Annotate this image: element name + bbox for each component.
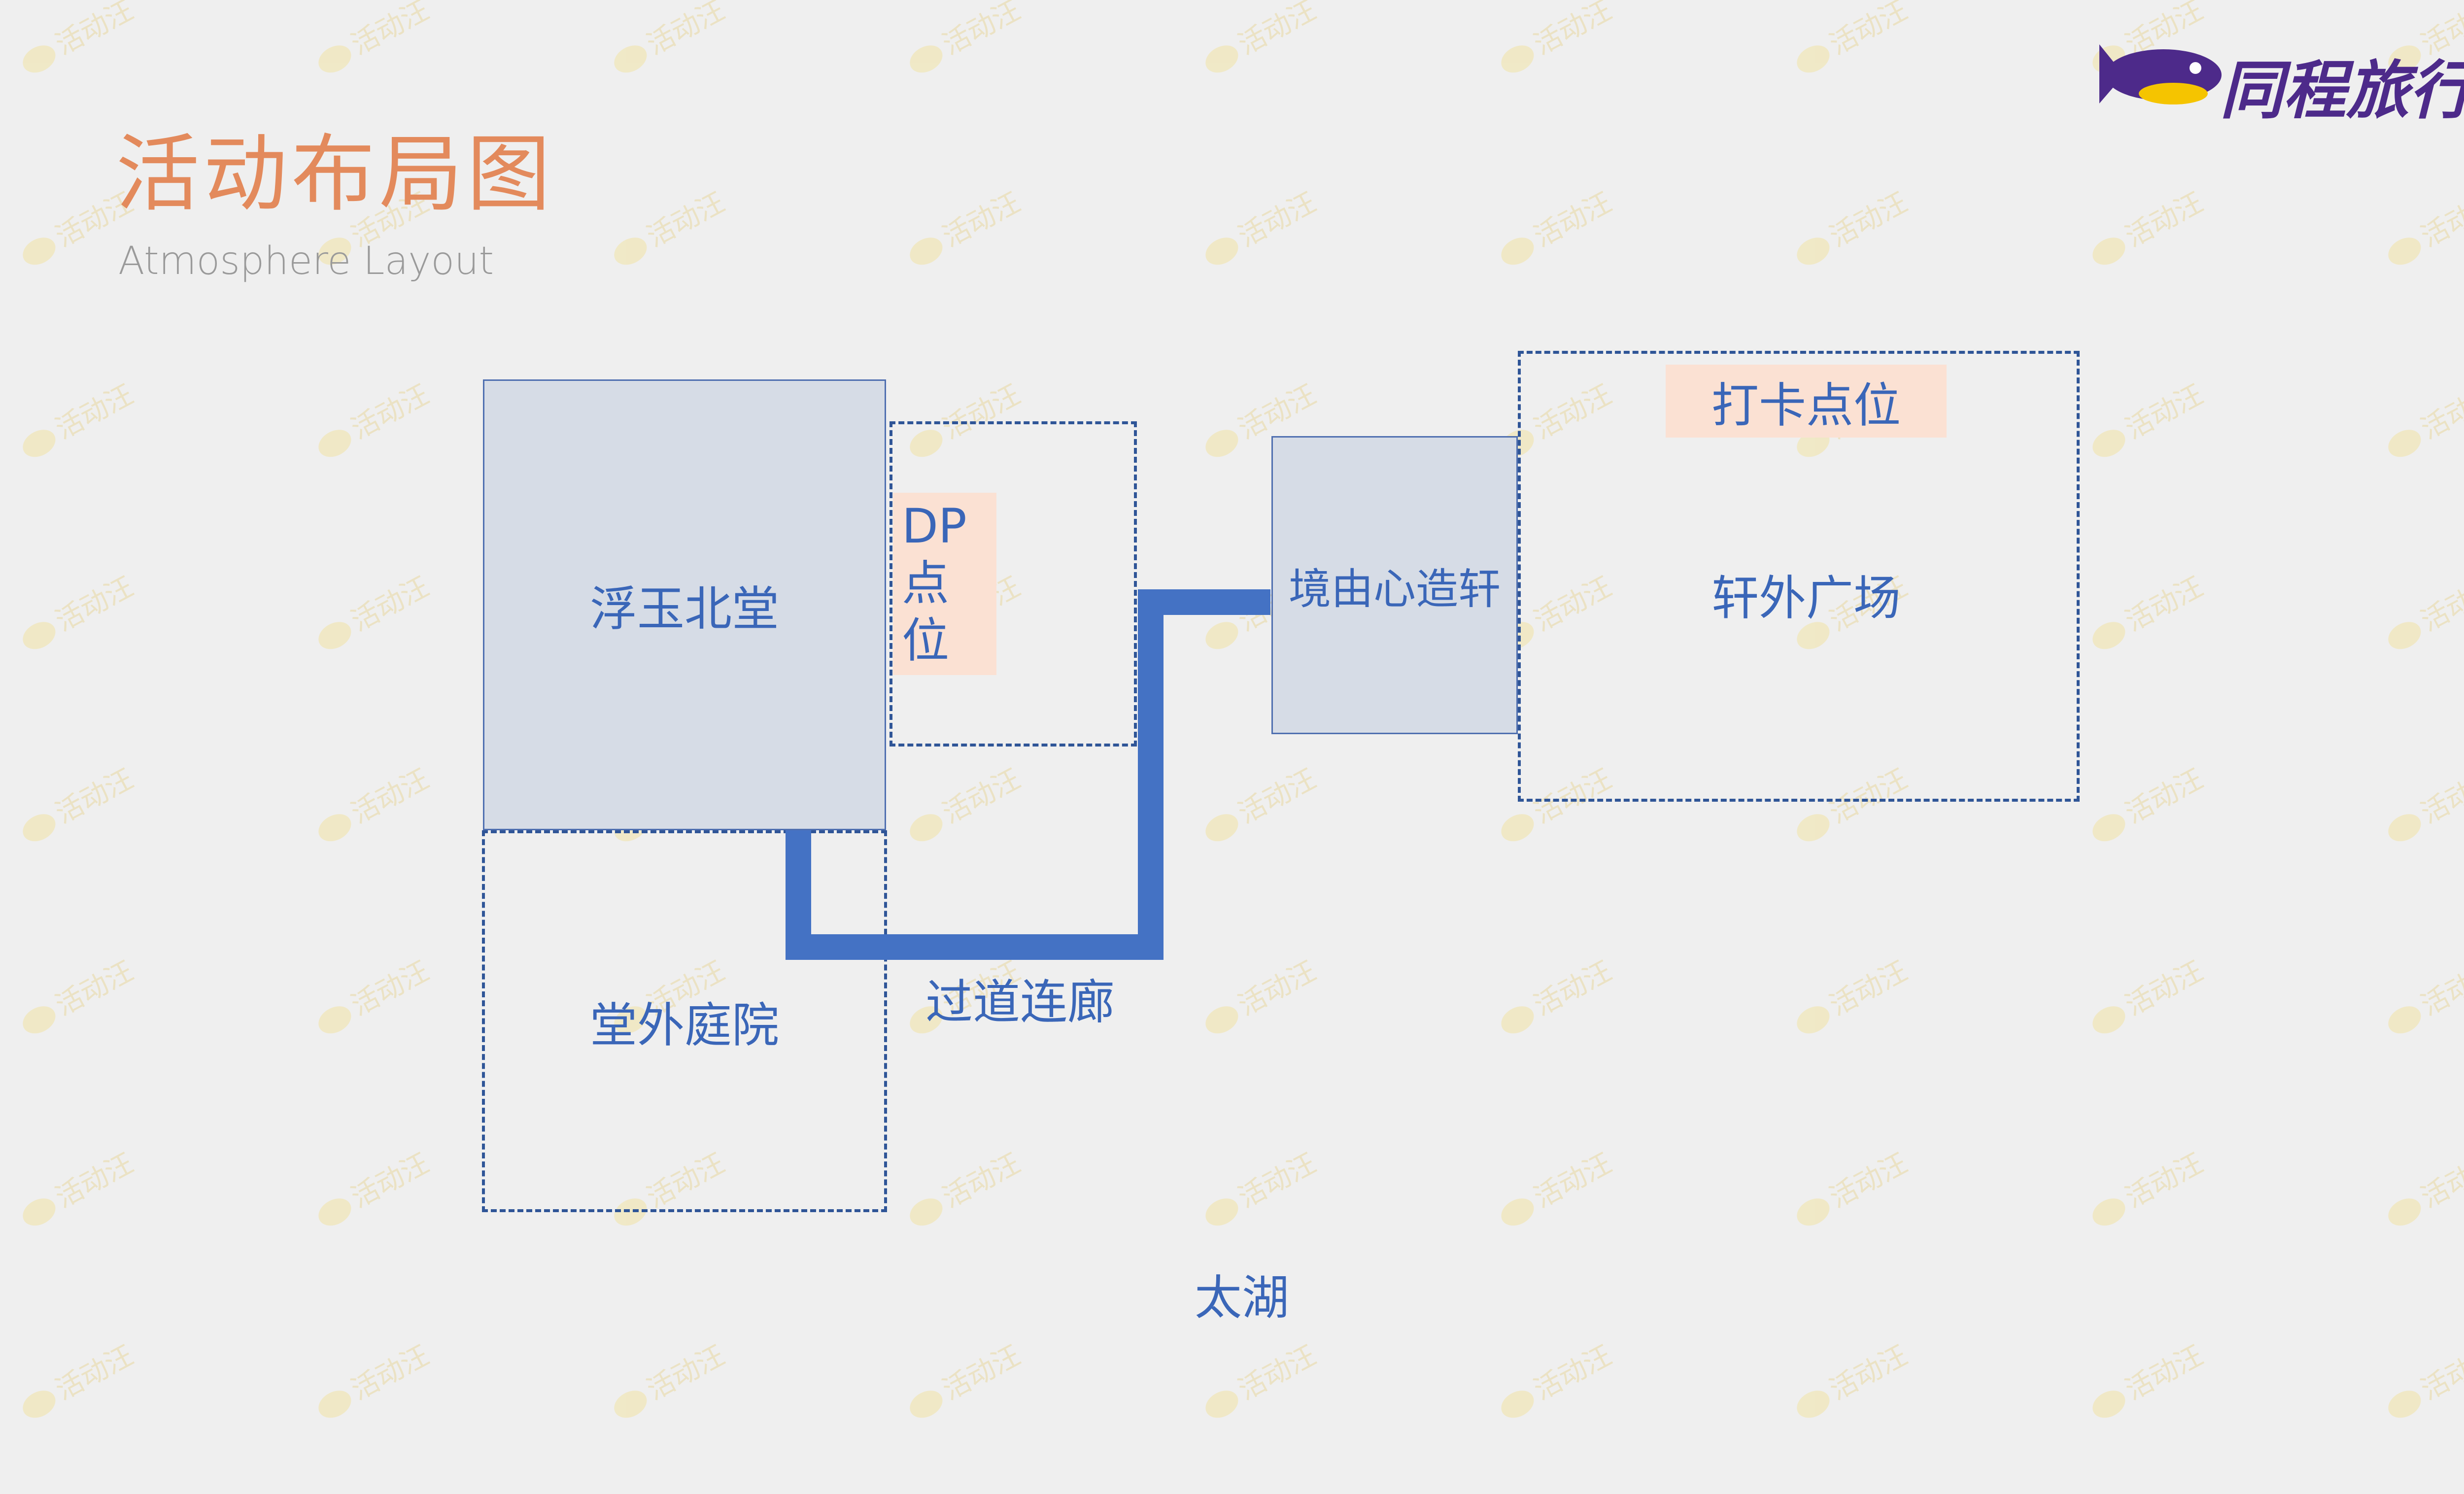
courtyard-label: 堂外庭院 xyxy=(590,998,779,1053)
dp-point-label: DP点位 xyxy=(902,499,967,668)
pavilion-plaza-label: 轩外广场 xyxy=(1711,570,1901,626)
jingyou-pavilion-label: 境由心造轩 xyxy=(1289,565,1501,614)
logo-text: 同程旅行 xyxy=(2220,54,2464,128)
fuyu-hall-label: 浮玉北堂 xyxy=(590,581,779,637)
taihu-label: 太湖 xyxy=(1195,1270,1289,1325)
checkin-point-highlight: 打卡点位 xyxy=(1666,365,1947,438)
jingyou-pavilion-area[interactable]: 境由心造轩 xyxy=(1271,436,1518,734)
fish-logo-icon xyxy=(2099,44,2222,104)
page-subtitle: Atmosphere Layout xyxy=(118,239,494,283)
courtyard-area[interactable]: 堂外庭院 xyxy=(482,830,887,1212)
brand-logo: 同程旅行 xyxy=(2089,30,2464,128)
fuyu-hall-area[interactable]: 浮玉北堂 xyxy=(483,379,886,830)
dp-point-zone[interactable] xyxy=(890,421,1137,747)
page-title: 活动布局图 xyxy=(116,126,555,223)
dp-point-highlight xyxy=(893,493,996,675)
pavilion-plaza-area[interactable] xyxy=(1518,351,2080,802)
checkin-point-label: 打卡点位 xyxy=(1711,377,1901,433)
corridor-label: 过道连廊 xyxy=(925,974,1115,1030)
